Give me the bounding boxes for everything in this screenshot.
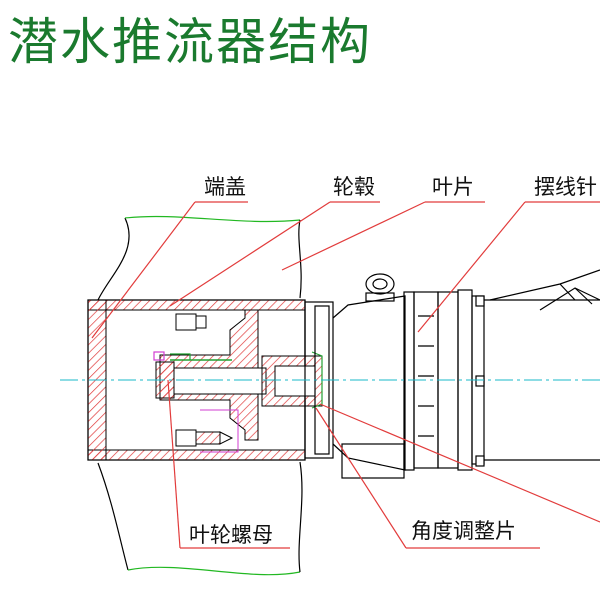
label-cycloid: 摆线针 — [534, 175, 597, 199]
page-title: 潜水推流器结构 — [8, 13, 372, 71]
hub-casing — [87, 299, 323, 461]
label-hub: 轮毂 — [333, 175, 375, 199]
label-blade: 叶片 — [432, 175, 474, 199]
label-end-cover: 端盖 — [204, 175, 246, 199]
motor-housing — [304, 269, 600, 479]
leader-lines — [91, 201, 600, 549]
label-impeller-nut: 叶轮螺母 — [189, 523, 273, 547]
label-angle-shim: 角度调整片 — [411, 519, 516, 543]
blade-outline — [97, 215, 303, 576]
